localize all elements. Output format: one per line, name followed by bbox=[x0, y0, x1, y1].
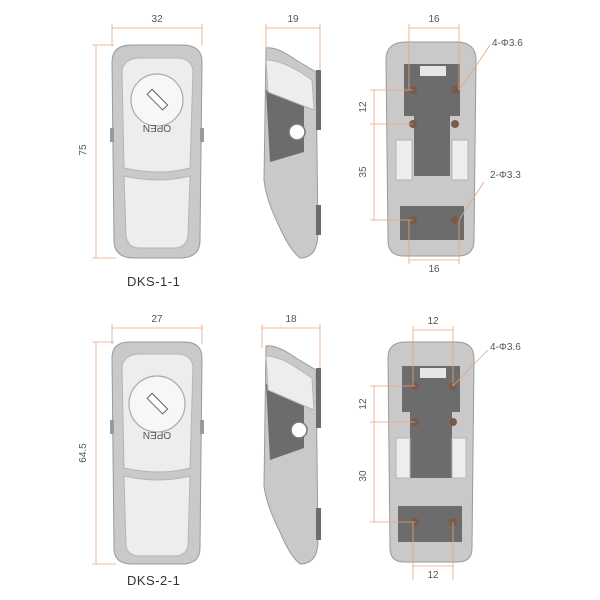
dks-2-1-front-view: OPEN bbox=[110, 341, 204, 565]
side-width-dimension: 18 bbox=[285, 314, 297, 325]
dks-2-1-front-dimensions: 27 64.5 bbox=[78, 314, 203, 565]
top-hole-callout: 4-Φ3.6 bbox=[492, 38, 523, 49]
height-dimension: 75 bbox=[78, 144, 89, 156]
dks-2-1-back-view bbox=[387, 341, 475, 563]
dks-2-1-side-view bbox=[263, 345, 321, 565]
dks-1-1-side-dimensions: 19 bbox=[265, 14, 321, 70]
model-caption: DKS-1-1 bbox=[127, 274, 180, 289]
vertical-hole-spacing: 12 bbox=[358, 398, 369, 410]
dks-1-1-side-view bbox=[263, 47, 321, 259]
bottom-hole-callout: 2-Φ3.3 bbox=[490, 170, 521, 181]
key-open-label: OPEN bbox=[143, 122, 171, 133]
side-width-dimension: 19 bbox=[287, 14, 299, 25]
dks-1-1-front-dimensions: 32 75 bbox=[78, 14, 203, 259]
bottom-hole-spacing: 16 bbox=[428, 264, 440, 275]
width-dimension: 32 bbox=[151, 14, 163, 25]
height-dimension: 64.5 bbox=[78, 443, 89, 463]
model-caption: DKS-2-1 bbox=[127, 573, 180, 588]
dks-1-1-back-view bbox=[385, 41, 477, 257]
dks-1-1-front-view: OPEN bbox=[110, 44, 204, 259]
bottom-hole-spacing: 12 bbox=[427, 570, 439, 581]
top-hole-spacing: 16 bbox=[428, 14, 440, 25]
vertical-gap-dimension: 30 bbox=[358, 470, 369, 482]
width-dimension: 27 bbox=[151, 314, 163, 325]
dks-1-1-back-dimensions: 16 16 12 35 4-Φ3.6 2-Φ3.3 bbox=[358, 14, 523, 275]
top-hole-spacing: 12 bbox=[427, 316, 439, 327]
vertical-hole-spacing: 12 bbox=[358, 101, 369, 113]
top-hole-callout: 4-Φ3.6 bbox=[490, 342, 521, 353]
dks-2-1-side-dimensions: 18 bbox=[261, 314, 321, 368]
key-open-label: OPEN bbox=[143, 429, 171, 440]
vertical-gap-dimension: 35 bbox=[358, 166, 369, 178]
dks-2-1-back-dimensions: 12 12 12 30 4-Φ3.6 bbox=[358, 316, 521, 581]
